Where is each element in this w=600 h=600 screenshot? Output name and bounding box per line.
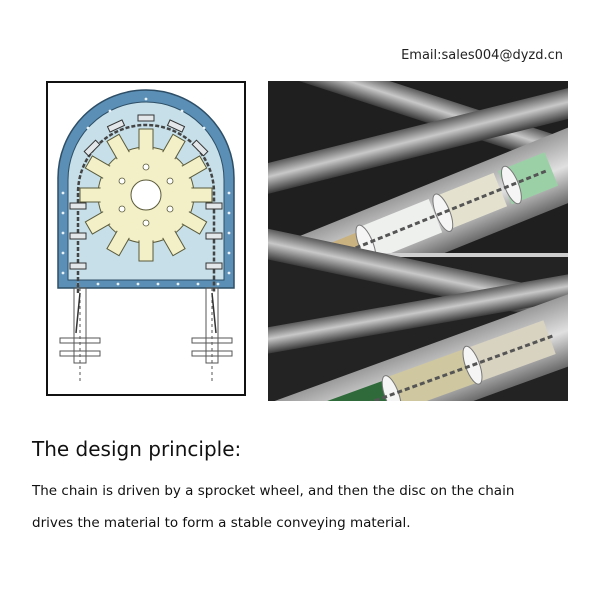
conveyor-diagram (46, 81, 246, 396)
tubular-conveyor-render (268, 81, 568, 401)
description-line-2: drives the material to form a stable con… (32, 515, 411, 531)
sprocket-chain-illustration (57, 89, 235, 383)
conveyor-cutaway-photo (268, 81, 568, 401)
description-line-1: The chain is driven by a sprocket wheel,… (32, 483, 515, 499)
contact-email: Email:sales004@dyzd.cn (401, 48, 563, 63)
section-heading: The design principle: (32, 437, 242, 461)
